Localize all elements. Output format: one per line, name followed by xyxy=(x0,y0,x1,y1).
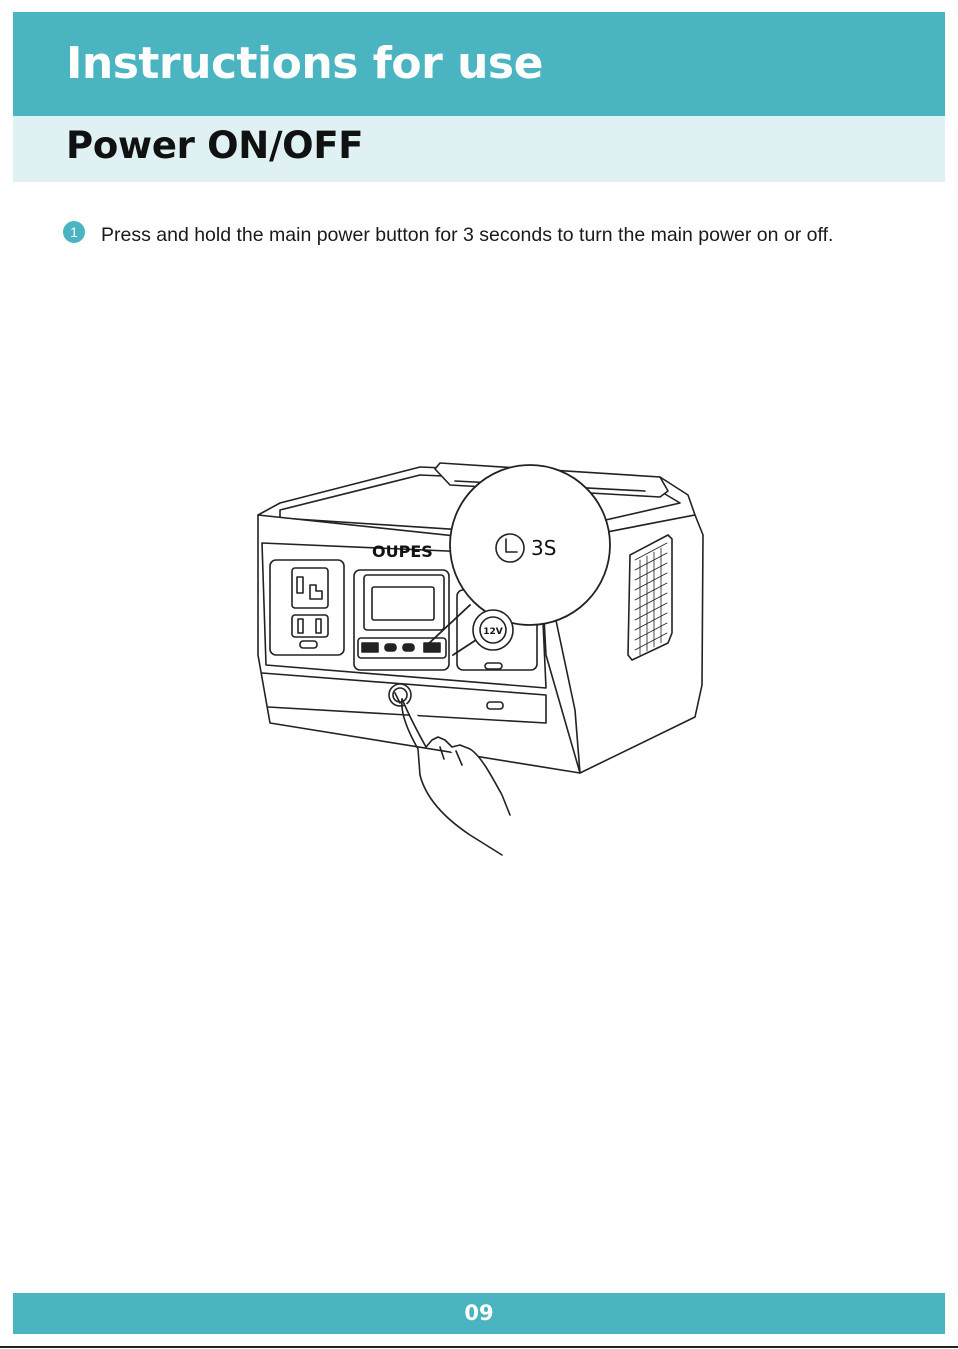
header-bar: Instructions for use xyxy=(13,12,945,116)
step-instruction: Press and hold the main power button for… xyxy=(101,220,903,251)
port-12v-label: 12V xyxy=(483,627,503,637)
page-title: Instructions for use xyxy=(66,38,543,89)
zoom-callout xyxy=(450,465,610,625)
power-station-illustration: OUPES 3S 12V xyxy=(240,455,720,865)
section-bar: Power ON/OFF xyxy=(13,116,945,182)
footer-bar: 09 xyxy=(13,1293,945,1334)
section-title: Power ON/OFF xyxy=(66,124,363,167)
bottom-divider xyxy=(0,1346,958,1348)
step-1: 1 Press and hold the main power button f… xyxy=(63,220,903,251)
brand-logo: OUPES xyxy=(372,542,433,561)
timer-label: 3S xyxy=(531,536,556,560)
page-number: 09 xyxy=(13,1293,945,1334)
step-number-badge: 1 xyxy=(63,221,85,243)
